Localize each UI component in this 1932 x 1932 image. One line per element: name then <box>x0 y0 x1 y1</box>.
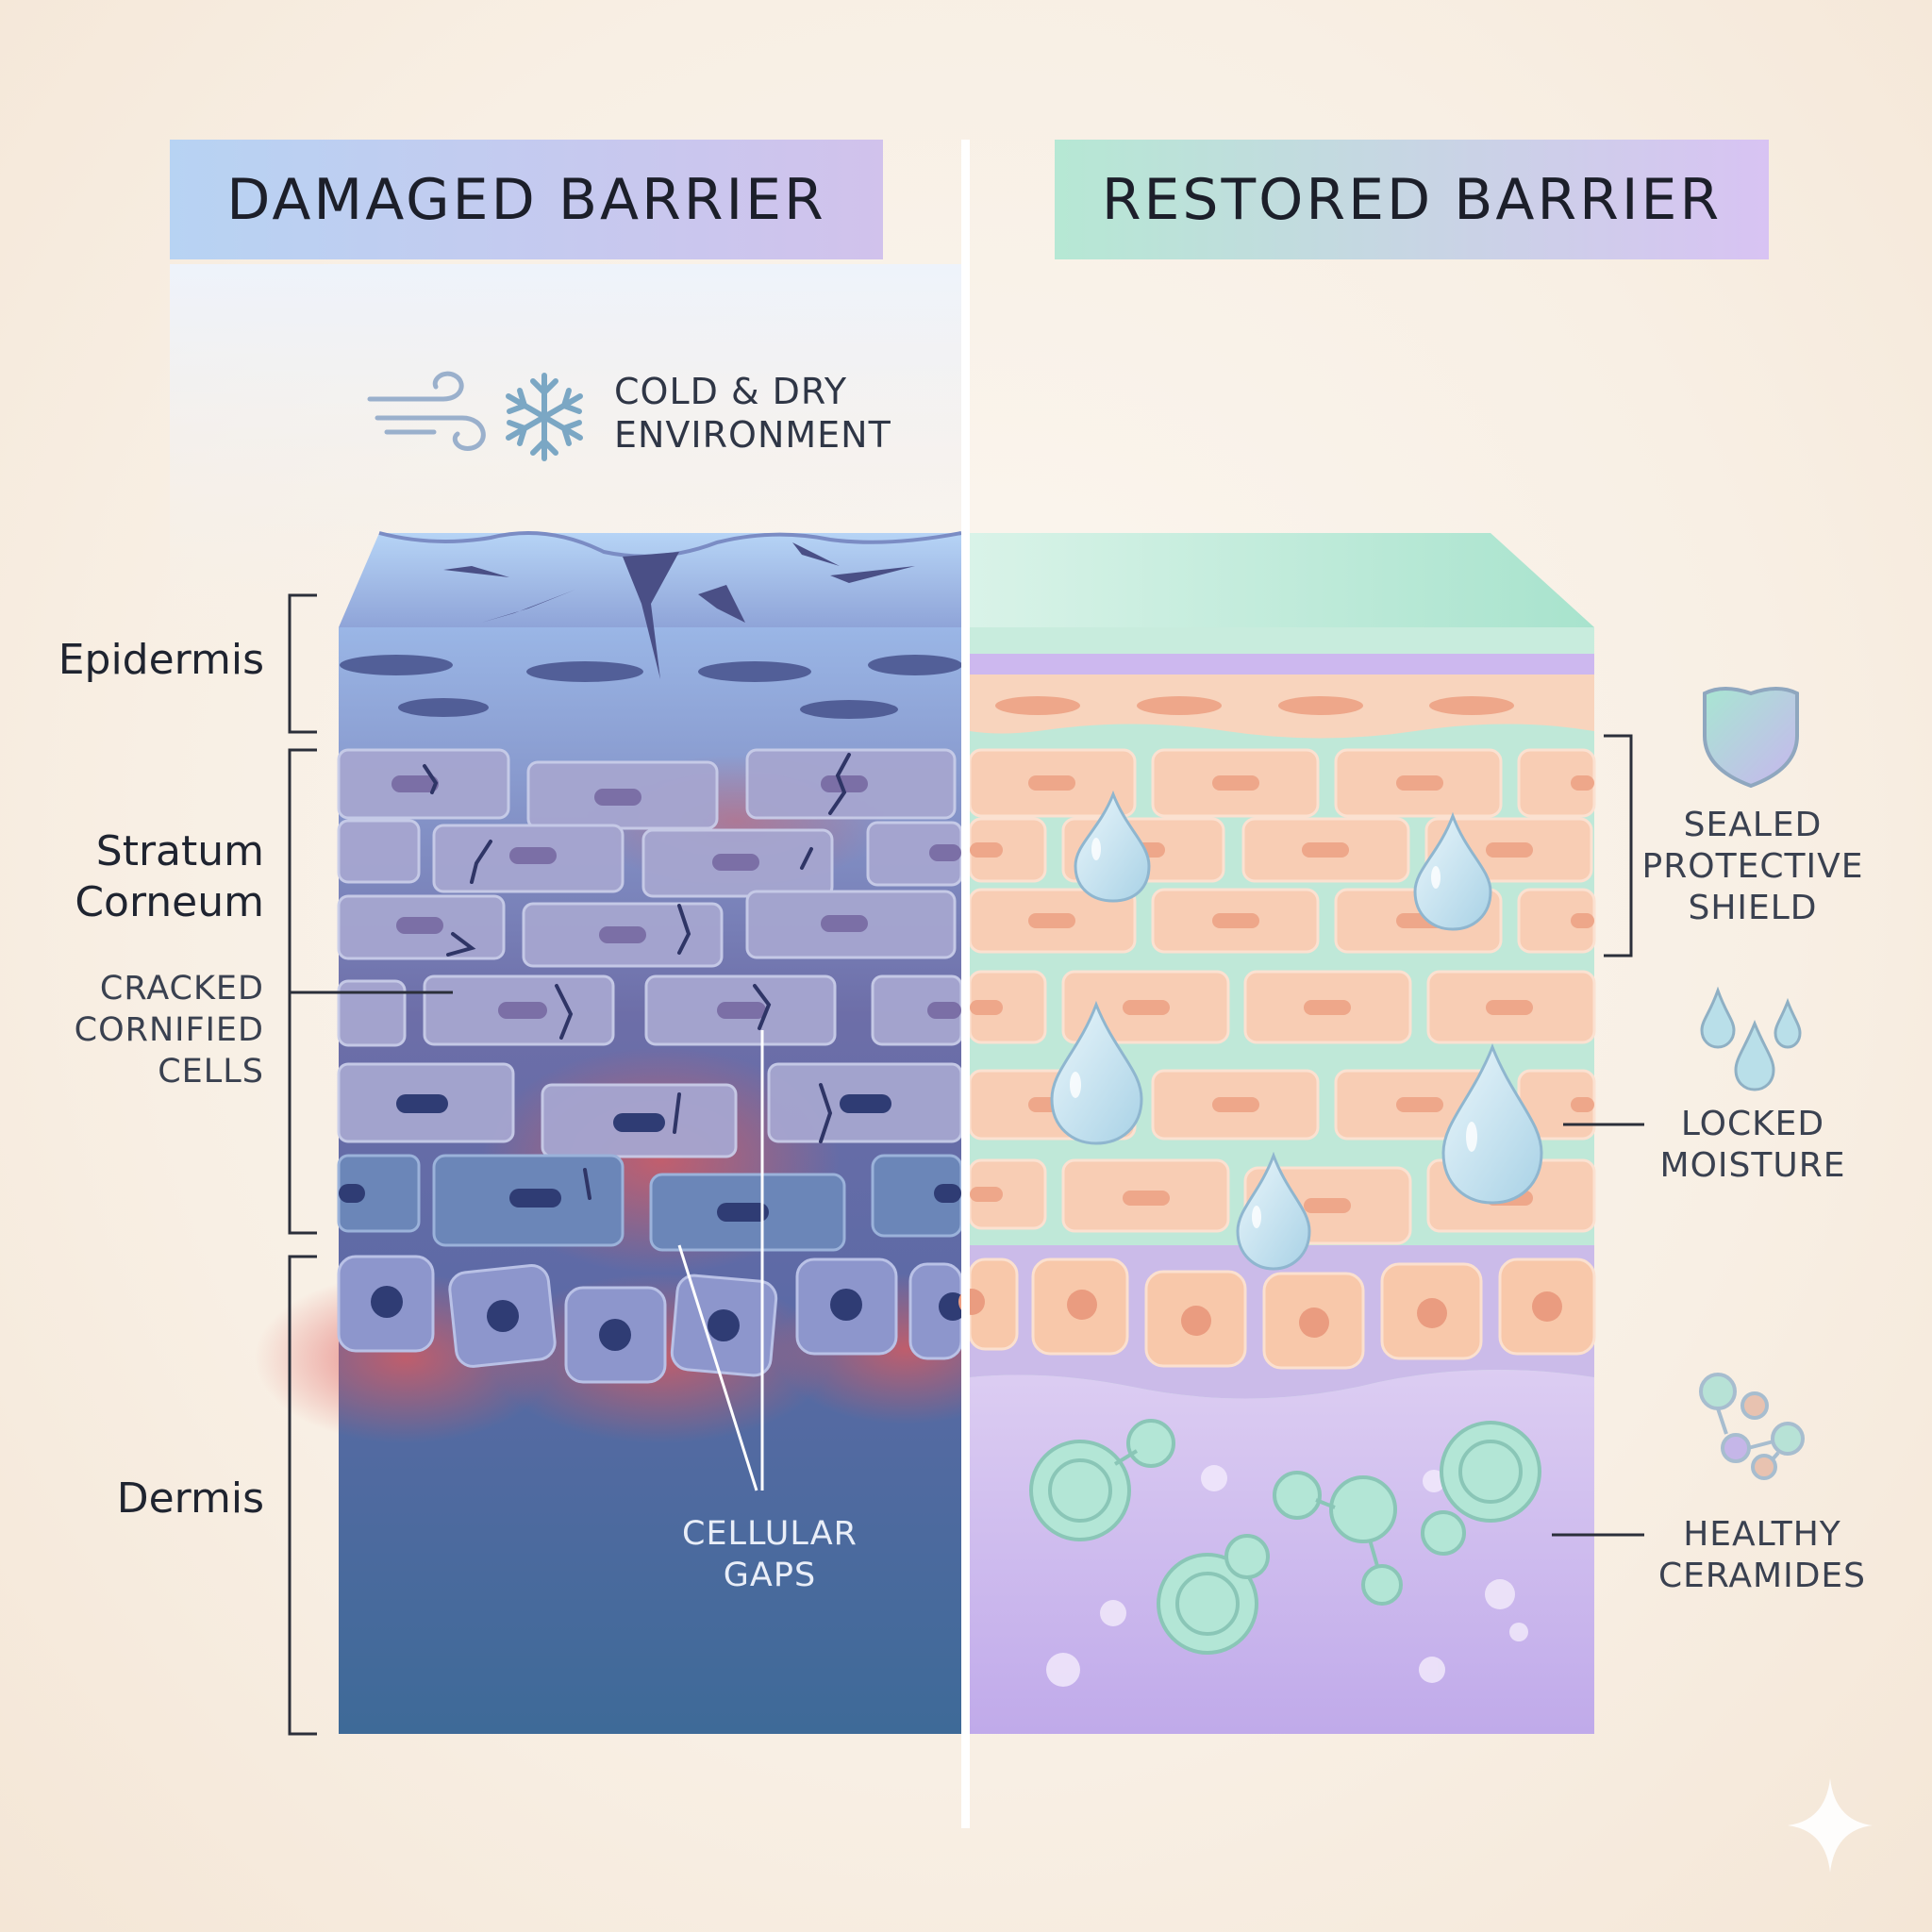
healthy-ceramides-label: HEALTHY CERAMIDES <box>1649 1514 1875 1597</box>
molecule-icon <box>1699 1373 1805 1480</box>
shield-line3: SHIELD <box>1688 889 1818 927</box>
dermis-label: Dermis <box>116 1474 264 1523</box>
cracked-cells-label: CRACKED CORNIFIED CELLS <box>75 968 264 1092</box>
epidermis-label: Epidermis <box>58 636 264 684</box>
ceramides-line1: HEALTHY <box>1683 1515 1841 1554</box>
gaps-line2: GAPS <box>723 1557 817 1594</box>
restored-barrier-title: RESTORED BARRIER <box>1055 140 1769 259</box>
shield-line1: SEALED <box>1683 806 1823 844</box>
shield-line2: PROTECTIVE <box>1641 847 1864 886</box>
stratum-line2: Corneum <box>75 878 264 926</box>
damaged-skin-block <box>255 531 1038 1734</box>
restored-dermis <box>970 1370 1594 1734</box>
ceramide-molecules <box>1029 1419 1541 1655</box>
locked-moisture-label: LOCKED MOISTURE <box>1649 1104 1857 1187</box>
cracked-line2: CORNIFIED <box>74 1011 264 1049</box>
snowflake-icon <box>506 373 583 461</box>
cracked-line1: CRACKED <box>99 970 264 1008</box>
environment-line1: COLD & DRY <box>614 371 848 412</box>
stratum-corneum-label: Stratum Corneum <box>75 826 264 928</box>
center-divider <box>961 140 970 1828</box>
moisture-drops <box>1050 790 1543 1271</box>
droplets-icon <box>1700 986 1802 1091</box>
layer-brackets <box>288 593 453 1736</box>
ceramides-line2: CERAMIDES <box>1657 1557 1867 1595</box>
sealed-shield-label: SEALED PROTECTIVE SHIELD <box>1640 805 1866 929</box>
cracked-line3: CELLS <box>158 1053 264 1091</box>
shield-icon <box>1703 687 1799 789</box>
sparkle-icon <box>1788 1778 1873 1873</box>
wind-icon <box>367 371 486 451</box>
moisture-line2: MOISTURE <box>1659 1146 1846 1185</box>
damaged-barrier-title: DAMAGED BARRIER <box>170 140 883 259</box>
gaps-line1: CELLULAR <box>682 1515 858 1553</box>
damaged-basal-cells <box>337 1255 967 1384</box>
shield-bracket <box>1552 734 1644 1537</box>
cellular-gaps-label: CELLULAR GAPS <box>657 1513 883 1596</box>
stratum-line1: Stratum <box>95 827 264 875</box>
moisture-line1: LOCKED <box>1680 1105 1825 1143</box>
restored-surface-top <box>970 533 1594 627</box>
environment-line2: ENVIRONMENT <box>614 414 891 456</box>
environment-label: COLD & DRY ENVIRONMENT <box>614 370 916 457</box>
